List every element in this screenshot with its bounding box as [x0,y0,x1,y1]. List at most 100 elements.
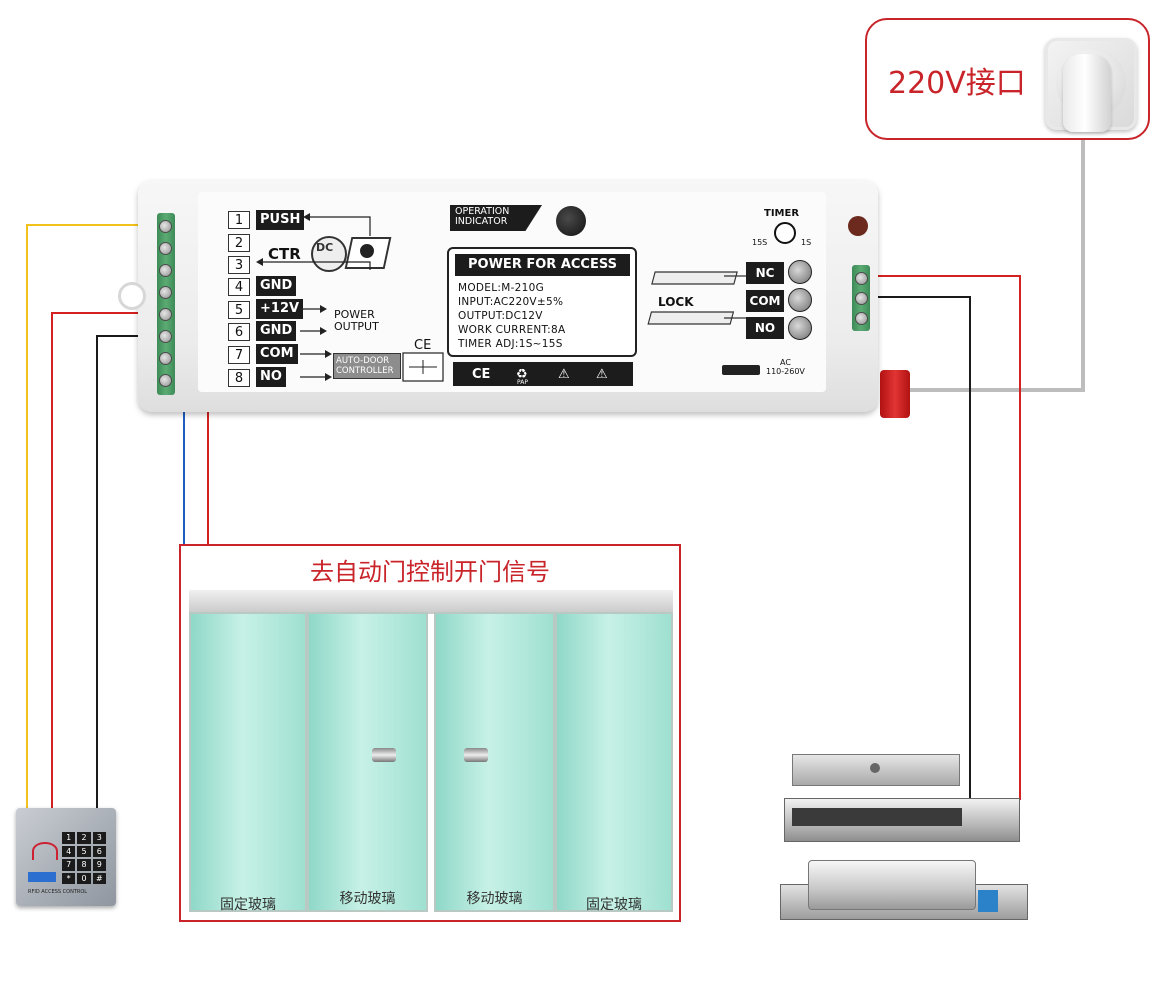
operation-indicator-badge [450,205,542,231]
left-terminal-block [157,213,175,395]
indicator-led-icon [556,206,586,236]
auto-door-label: AUTO-DOOR CONTROLLER [336,356,394,376]
pin-label-ctr: CTR [268,245,301,263]
armature-screw [870,763,880,773]
lock-red-wire [870,275,1021,800]
pin-number: 5 [228,301,250,319]
keypad-key[interactable]: 3 [92,832,106,844]
certification-bar [453,362,633,386]
keypad-key[interactable]: 5 [77,845,91,857]
keypad-key[interactable]: 4 [62,845,76,857]
door-handle-icon [464,748,488,762]
pin-label-gnd: GND [256,276,297,296]
operation-indicator-label: OPERATION INDICATOR [455,206,510,227]
com-arrow-head [325,350,332,358]
gnd-arrow-head [320,327,327,335]
recycle-icon: ♻ [516,367,528,382]
terminal-screw [159,374,172,387]
keypad-key[interactable]: * [62,872,76,884]
pin-label-gnd: GND [256,321,297,341]
plug-icon [1063,54,1111,132]
spec-line: INPUT:AC220V±5% [458,296,564,308]
timer-knob-icon [774,222,796,244]
power-output-label: POWER OUTPUT [334,308,379,333]
relay-label-com: COM [746,290,784,312]
keypad-key[interactable]: 8 [77,859,91,871]
spec-line: WORK CURRENT:8A [458,324,566,336]
ac-plug-icon [722,365,760,375]
keypad-key[interactable]: 2 [77,832,91,844]
keypad-key[interactable]: 0 [77,872,91,884]
keypad-key[interactable]: 9 [92,859,106,871]
pin-label-no: NO [256,367,286,387]
door-rail [189,590,673,614]
ac-input-label: AC 110-260V [766,358,805,376]
lock-black-wire [870,296,971,800]
pin-number: 1 [228,211,250,229]
esd-icon: ⚠ [558,367,570,382]
pin-number: 2 [228,234,250,252]
ce-cert-icon: CE [472,367,491,382]
timer-max-label: 1S [801,238,812,247]
12v-arrow-head [320,305,327,313]
keypad-red-wire [51,312,162,808]
warning-icon: ⚠ [596,367,608,382]
terminal-screw [855,292,868,305]
terminal-screw [159,242,172,255]
keypad-key[interactable]: 6 [92,845,106,857]
relay-label-nc: NC [746,262,784,284]
moving-glass-pane-right [434,612,555,912]
ac-power-wire [910,132,1085,392]
spec-line: OUTPUT:DC12V [458,310,543,322]
spec-line: MODEL:M-210G [458,282,545,294]
push-arrow-head [303,213,310,221]
pin-label-com: COM [256,344,298,364]
magnetic-lock-coil [792,808,962,826]
fixed-glass-pane-left [189,612,307,912]
keypad-keys: 1 2 3 4 5 6 7 8 9 * 0 # [62,832,106,884]
lock-symbol-upper [651,271,738,285]
keypad-key[interactable]: # [92,872,106,884]
keypad-caption: RFID ACCESS CONTROL [28,889,88,895]
relay-screw [788,288,812,312]
lock-symbol-lower [647,311,735,325]
bell-icon [28,872,56,882]
fixed-glass-pane-right [555,612,673,912]
keypad-key[interactable]: 1 [62,832,76,844]
ctr-arrow-head [256,258,263,266]
power-input-label: 220V接口 [888,66,1026,101]
terminal-screw [159,286,172,299]
terminal-screw [855,312,868,325]
rfid-icon [32,842,58,860]
push-arrow-line [305,216,371,236]
mount-hole-right [848,216,868,236]
relay-label-no: NO [746,317,784,339]
terminal-screw [159,330,172,343]
mount-hole-left [118,282,146,310]
pin-number: 6 [228,323,250,341]
ctr-arrow-line [258,261,371,270]
timer-label: TIMER [764,208,800,219]
pin-number: 8 [228,369,250,387]
pane-label: 移动玻璃 [339,891,396,907]
relay-screw [788,260,812,284]
pin-number: 3 [228,256,250,274]
dc-circle-icon [311,236,347,272]
spec-line: TIMER ADJ:1S~15S [458,338,563,350]
relay-screw [788,316,812,340]
pin-label-push: PUSH [256,210,305,230]
door-handle-icon [372,748,396,762]
pin-number: 7 [228,346,250,364]
pap-label: PAP [517,379,528,386]
pin-number: 4 [228,278,250,296]
electric-bolt-body [808,860,976,910]
no-arrow-head [325,373,332,381]
electric-bolt-terminal [978,890,998,912]
terminal-screw [159,352,172,365]
timer-min-label: 15S [752,238,768,247]
keypad-key[interactable]: 7 [62,859,76,871]
spec-title: POWER FOR ACCESS [455,254,630,276]
